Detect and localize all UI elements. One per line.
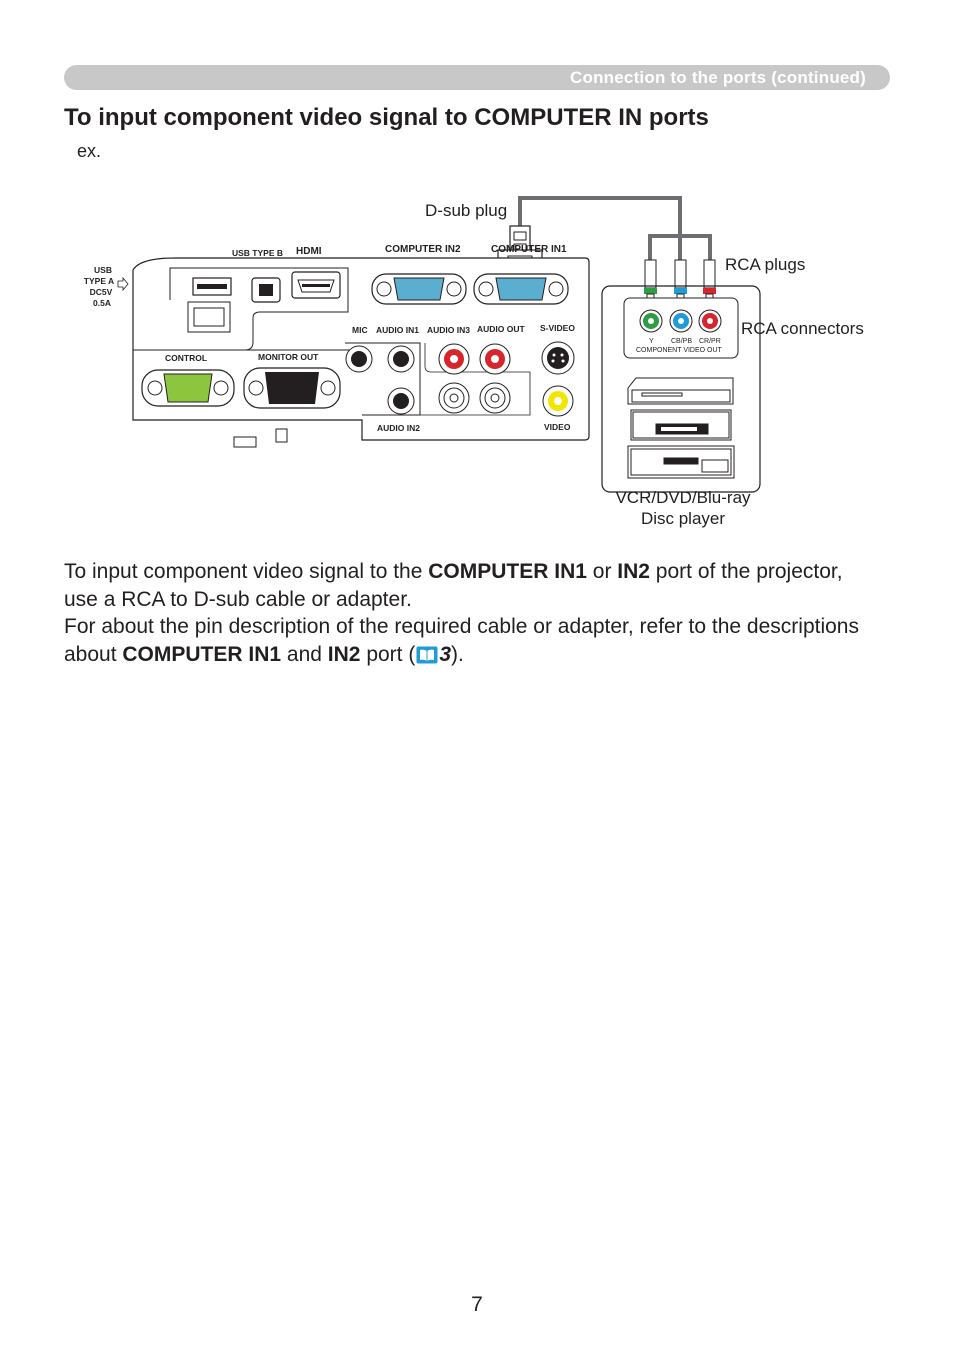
label-usb-a-4: 0.5A [93, 298, 111, 308]
label-usb-a-2: TYPE A [84, 276, 114, 286]
body-text-segment: port ( [360, 642, 416, 666]
body-bold-term: COMPUTER IN1 [428, 560, 587, 583]
rca-connector-y [639, 309, 663, 333]
audio-out-jacks [479, 343, 511, 414]
usb-type-b-port [251, 277, 281, 303]
label-computer-in2: COMPUTER IN2 [385, 244, 461, 255]
label-audio-in3: AUDIO IN3 [427, 325, 470, 335]
body-text-segment: port of the projector, use a RCA to D-su… [64, 560, 843, 611]
book-reference-icon [416, 644, 438, 672]
label-hdmi: HDMI [296, 246, 322, 257]
label-audio-in1: AUDIO IN1 [376, 325, 419, 335]
usb-type-a-port [187, 277, 232, 333]
callout-rca-plugs: RCA plugs [725, 255, 805, 274]
callout-player-line1: VCR/DVD/Blu-ray [615, 488, 751, 507]
body-text-segment: For about the pin description of the req… [64, 615, 859, 666]
security-slot-icon [275, 428, 288, 443]
callout-player-line2: Disc player [641, 509, 725, 528]
label-audio-out: AUDIO OUT [477, 324, 526, 334]
body-bold-term: IN2 [617, 560, 650, 583]
panel-slot [233, 436, 257, 448]
bluray-player-icon [627, 445, 735, 479]
s-video-port [541, 341, 575, 375]
label-cr-pr: CR/PR [699, 338, 721, 345]
label-component-out: COMPONENT VIDEO OUT [636, 347, 723, 354]
monitor-out-port [243, 367, 341, 409]
label-video: VIDEO [544, 422, 571, 432]
label-s-video: S-VIDEO [540, 323, 575, 333]
label-audio-in2: AUDIO IN2 [377, 423, 420, 433]
body-bold-term: IN2 [327, 642, 361, 666]
video-jack [542, 385, 574, 417]
label-control: CONTROL [165, 353, 207, 363]
label-monitor-out: MONITOR OUT [258, 352, 319, 362]
body-text-segment: ). [451, 642, 464, 666]
page-title: To input component video signal to COMPU… [64, 104, 709, 131]
label-cb-pb: CB/PB [671, 338, 692, 345]
rca-connector-cb [669, 309, 693, 333]
control-port [141, 369, 235, 407]
section-header-text: Connection to the ports (continued) [570, 68, 866, 87]
computer-in1-port [473, 273, 569, 305]
audio-in1-jack [387, 345, 415, 373]
computer-in2-port [371, 273, 467, 305]
dvd-player-icon [627, 377, 734, 405]
reference-page-number[interactable]: 3 [439, 642, 452, 666]
rca-to-dsub-cable [518, 196, 712, 262]
section-header-bar: Connection to the ports (continued) [64, 65, 890, 90]
rca-plug-red [703, 259, 716, 305]
callout-rca-connectors: RCA connectors [741, 319, 864, 338]
callout-dsub-plug: D-sub plug [425, 201, 507, 220]
label-y: Y [649, 338, 654, 345]
label-usb-type-b: USB TYPE B [232, 248, 283, 258]
body-text-segment: or [586, 560, 618, 583]
usb-arrow-icon [117, 276, 129, 292]
rca-plug-blue [674, 259, 687, 305]
rca-connector-cr [698, 309, 722, 333]
player-enclosure [601, 285, 761, 493]
label-computer-in1: COMPUTER IN1 [491, 244, 567, 255]
label-mic: MIC [352, 325, 368, 335]
page-number: 7 [471, 1293, 483, 1316]
audio-in3-jacks [438, 343, 470, 414]
audio-in2-jack [387, 387, 415, 415]
body-text-segment: and [281, 642, 328, 666]
body-paragraph: To input component video signal to the C… [64, 558, 864, 671]
hdmi-port [291, 271, 341, 299]
label-usb-a-1: USB [94, 265, 112, 275]
connection-diagram: USB TYPE B HDMI COMPUTER IN2 COMPUTER IN… [84, 196, 864, 528]
example-label: ex. [77, 141, 102, 161]
label-usb-a-3: DC5V [90, 287, 113, 297]
vcr-icon [630, 409, 732, 441]
body-text-segment: To input component video signal to the [64, 560, 429, 583]
mic-jack [345, 345, 373, 373]
rca-plug-green [644, 259, 657, 305]
body-bold-term: COMPUTER IN1 [122, 642, 282, 666]
